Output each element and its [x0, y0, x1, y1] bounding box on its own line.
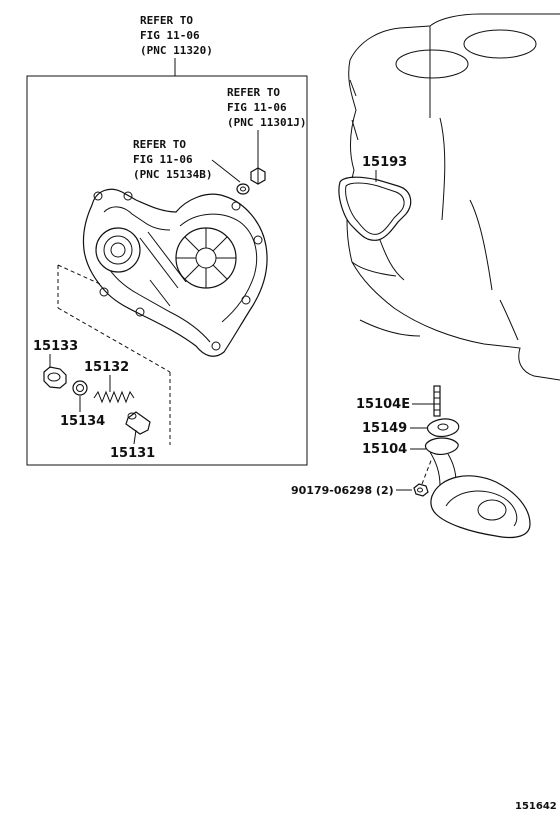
- oil-strainer-15104[interactable]: [424, 437, 531, 539]
- label-15132[interactable]: 15132: [84, 360, 129, 375]
- stud-15104e[interactable]: [433, 385, 441, 417]
- assembly-box: [26, 75, 308, 466]
- label-90179-06298[interactable]: 90179-06298 (2): [291, 484, 394, 497]
- label-15193[interactable]: 15193: [362, 155, 407, 170]
- diagram-id: 151642: [515, 801, 557, 812]
- nut-install-line: [421, 457, 433, 485]
- ref-11301j-line3: (PNC 11301J): [227, 116, 306, 129]
- ref-15134b-line2: FIG 11-06: [133, 153, 193, 166]
- spring-15132[interactable]: [93, 390, 135, 404]
- engine-block: [346, 13, 560, 381]
- plug-15133[interactable]: [43, 366, 67, 389]
- label-15149[interactable]: 15149: [362, 421, 407, 436]
- ref-11301j-line1: REFER TO: [227, 86, 280, 99]
- relief-valve-outline: [57, 264, 171, 445]
- label-15133[interactable]: 15133: [33, 339, 78, 354]
- nut-90179-06298[interactable]: [413, 483, 429, 497]
- leader-15134b: [211, 159, 241, 183]
- gasket-15134[interactable]: [72, 380, 88, 396]
- gasket-15193[interactable]: [338, 176, 412, 241]
- ref-11320-line2: FIG 11-06: [140, 29, 200, 42]
- label-15131[interactable]: 15131: [110, 446, 155, 461]
- relief-valve-15131[interactable]: [125, 411, 151, 435]
- ref-label-11301j[interactable]: REFER TO FIG 11-06 (PNC 11301J): [227, 86, 306, 129]
- ref-label-11320[interactable]: REFER TO FIG 11-06 (PNC 11320): [140, 14, 213, 57]
- label-15104e[interactable]: 15104E: [356, 397, 410, 412]
- ref-15134b-line3: (PNC 15134B): [133, 168, 212, 181]
- label-15134[interactable]: 15134: [60, 414, 105, 429]
- timing-chain-cover[interactable]: [82, 188, 268, 357]
- washer-15134b[interactable]: [236, 183, 250, 195]
- gasket-15149[interactable]: [426, 418, 460, 437]
- label-15104[interactable]: 15104: [362, 442, 407, 457]
- bolt-11301j[interactable]: [250, 167, 266, 185]
- leader-15131: [133, 429, 137, 445]
- ref-label-15134b[interactable]: REFER TO FIG 11-06 (PNC 15134B): [133, 138, 212, 181]
- ref-11320-line3: (PNC 11320): [140, 44, 213, 57]
- ref-11301j-line2: FIG 11-06: [227, 101, 287, 114]
- ref-15134b-line1: REFER TO: [133, 138, 186, 151]
- ref-11320-line1: REFER TO: [140, 14, 193, 27]
